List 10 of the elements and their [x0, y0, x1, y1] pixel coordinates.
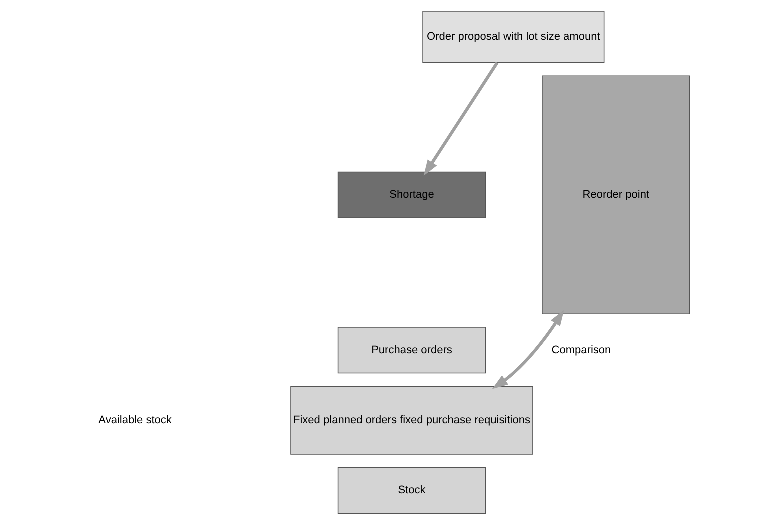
label: Available stock: [98, 414, 172, 426]
node-box: Order proposal with lot size amount: [422, 11, 605, 64]
node-box: Reorder point: [542, 76, 690, 315]
arrow: [492, 310, 564, 390]
node-box: Fixed planned orders fixed purchase requisitions: [290, 386, 534, 455]
node-box: Purchase orders: [338, 327, 486, 374]
node-box: Shortage: [338, 172, 486, 218]
arrow: [424, 62, 499, 176]
node-box: Stock: [338, 467, 486, 514]
edge-label: Comparison: [552, 344, 612, 356]
